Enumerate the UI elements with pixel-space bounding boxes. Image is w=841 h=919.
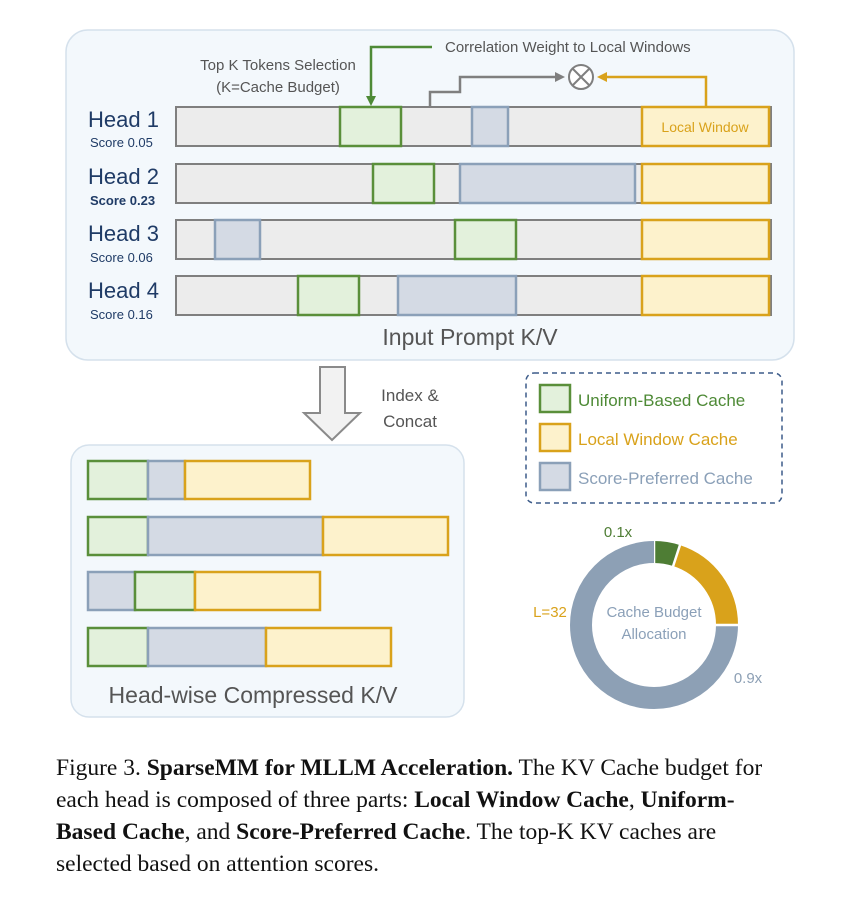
caption-bold-uniform: Uniform-Based Cache: [56, 787, 735, 845]
donut-segment-score: [570, 541, 738, 709]
uniform-block: [296, 274, 361, 317]
compressed-row-1: [86, 459, 312, 501]
legend-swatch: [538, 383, 572, 414]
multiply-icon: [568, 64, 594, 90]
legend-label: Uniform-Based Cache: [578, 391, 745, 410]
uniform-block: [86, 515, 150, 557]
compressed-row-3: [86, 570, 322, 612]
local-window-block: [640, 162, 771, 205]
legend-box: [525, 372, 783, 504]
legend-swatch: [538, 422, 572, 453]
head-score: Score 0.06: [90, 250, 153, 265]
uniform-block: [338, 105, 403, 148]
uniform-block: [86, 459, 150, 501]
donut-label-score: 0.9x: [734, 670, 763, 687]
head-name: Head 1: [88, 107, 159, 132]
score-block: [213, 218, 262, 261]
cache-budget-donut: [570, 540, 739, 709]
compressed-row-4: [86, 626, 393, 668]
head-name: Head 4: [88, 278, 159, 303]
caption-text: The KV Cache budget for each head is com…: [56, 755, 763, 813]
uniform-block: [86, 626, 150, 668]
score-block: [146, 515, 325, 557]
figure-caption: Figure 3. SparseMM for MLLM Acceleration…: [56, 752, 786, 880]
top-k-label-line1: Top K Tokens Selection: [200, 57, 356, 74]
head-row-2: Head 2 Score 0.23: [88, 162, 772, 208]
donut-center-line1: Cache Budget: [606, 604, 702, 621]
local-window-block: [640, 218, 771, 261]
uniform-block: [453, 218, 518, 261]
head-name: Head 2: [88, 164, 159, 189]
caption-bold-local: Local Window Cache: [414, 787, 629, 813]
head-score: Score 0.16: [90, 307, 153, 322]
head-score: Score 0.23: [90, 193, 155, 208]
legend-item-local-window: Local Window Cache: [538, 422, 738, 453]
legend-swatch: [538, 461, 572, 492]
caption-text: , and: [184, 819, 237, 845]
donut-center-line2: Allocation: [621, 626, 686, 643]
uniform-block: [371, 162, 436, 205]
local-window-label: Local Window: [661, 119, 749, 135]
head-name: Head 3: [88, 221, 159, 246]
donut-segment-uniform: [653, 541, 680, 567]
correlation-label: Correlation Weight to Local Windows: [445, 39, 691, 56]
index-concat-line2: Concat: [383, 412, 437, 431]
score-block: [146, 626, 268, 668]
score-block: [86, 570, 137, 612]
caption-text: ,: [628, 787, 641, 813]
donut-separator: [671, 543, 682, 568]
caption-prefix: Figure 3.: [56, 755, 147, 781]
caption-text: . The top-K KV caches are selected based…: [56, 819, 717, 877]
local-window-block: [193, 570, 322, 612]
donut-label-local: L=32: [533, 604, 567, 621]
top-k-arrow: [366, 45, 432, 106]
head-row-4: Head 4 Score 0.16: [88, 274, 772, 322]
local-window-block: [183, 459, 312, 501]
local-window-arrow: [597, 72, 708, 107]
top-panel-title: Input Prompt K/V: [382, 324, 558, 350]
score-block: [396, 274, 518, 317]
local-window-block: [321, 515, 450, 557]
correlation-arrow: [428, 72, 565, 107]
uniform-block: [133, 570, 197, 612]
down-arrow-icon: [301, 366, 363, 442]
head-row-1: Local Window Head 1 Score 0.05: [88, 105, 772, 150]
score-block: [146, 459, 187, 501]
score-block: [458, 162, 637, 205]
legend-item-score: Score-Preferred Cache: [538, 461, 753, 492]
legend-label: Score-Preferred Cache: [578, 469, 753, 488]
compressed-row-2: [86, 515, 450, 557]
donut-segment-local: [672, 545, 738, 626]
caption-bold-score: Score-Preferred Cache: [236, 819, 466, 845]
donut-label-uniform: 0.1x: [604, 524, 633, 541]
local-window-block: [264, 626, 393, 668]
legend-label: Local Window Cache: [578, 430, 738, 449]
index-concat-line1: Index &: [381, 386, 439, 405]
head-row-3: Head 3 Score 0.06: [88, 218, 772, 265]
bottom-panel-title: Head-wise Compressed K/V: [109, 682, 399, 708]
caption-title: SparseMM for MLLM Acceleration.: [146, 755, 514, 781]
legend-item-uniform: Uniform-Based Cache: [538, 383, 745, 414]
local-window-block: [640, 274, 771, 317]
head-score: Score 0.05: [90, 135, 153, 150]
top-k-label-line2: (K=Cache Budget): [216, 79, 340, 96]
score-block: [470, 105, 510, 148]
